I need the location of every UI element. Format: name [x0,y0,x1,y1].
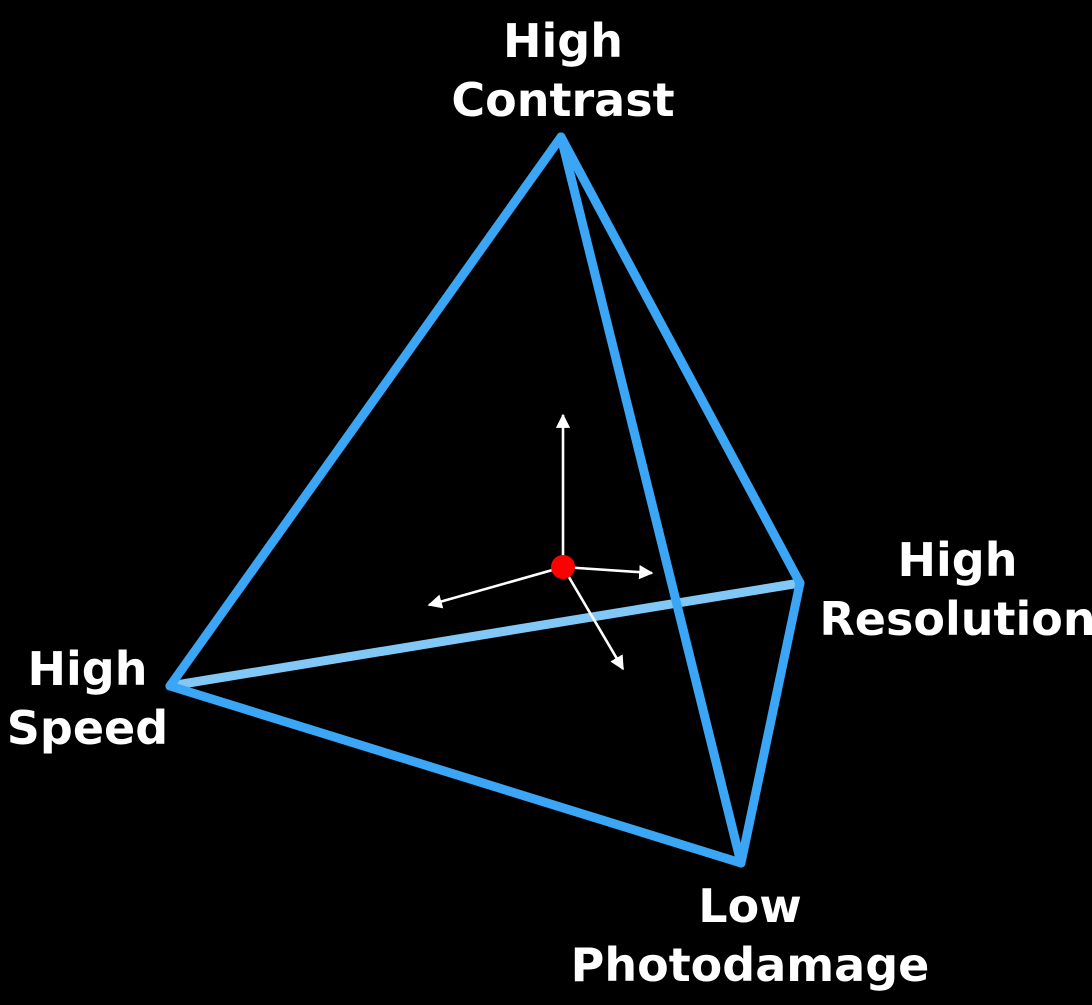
vertex-label-resolution: High Resolution [810,531,1092,649]
edge-resolution-photodamage [736,578,805,868]
edge-contrast-speed [165,132,566,691]
vertex-label-photodamage-line2: Photodamage [570,938,930,992]
edge-contrast-resolution [556,132,805,588]
vertex-label-resolution-line1: High [897,533,1018,587]
vertex-label-contrast-line2: Contrast [451,73,675,127]
edge-speed-photodamage [165,681,746,868]
edge-contrast-photodamage [556,132,746,868]
edge-speed-resolution [165,578,805,691]
vertex-label-speed-line2: Speed [6,701,169,755]
arrow-right [562,565,654,580]
vertex-label-contrast: High Contrast [438,12,688,130]
vertex-label-photodamage: Low Photodamage [565,877,935,995]
arrow-left [427,565,564,609]
center-point [551,555,575,579]
vertex-label-contrast-line1: High [503,14,623,68]
vertex-label-photodamage-line1: Low [698,879,802,933]
vertex-label-resolution-line2: Resolution [819,592,1092,646]
vertex-label-speed: High Speed [0,640,175,758]
vertex-label-speed-line1: High [27,642,148,696]
arrow-down-right [561,566,625,671]
